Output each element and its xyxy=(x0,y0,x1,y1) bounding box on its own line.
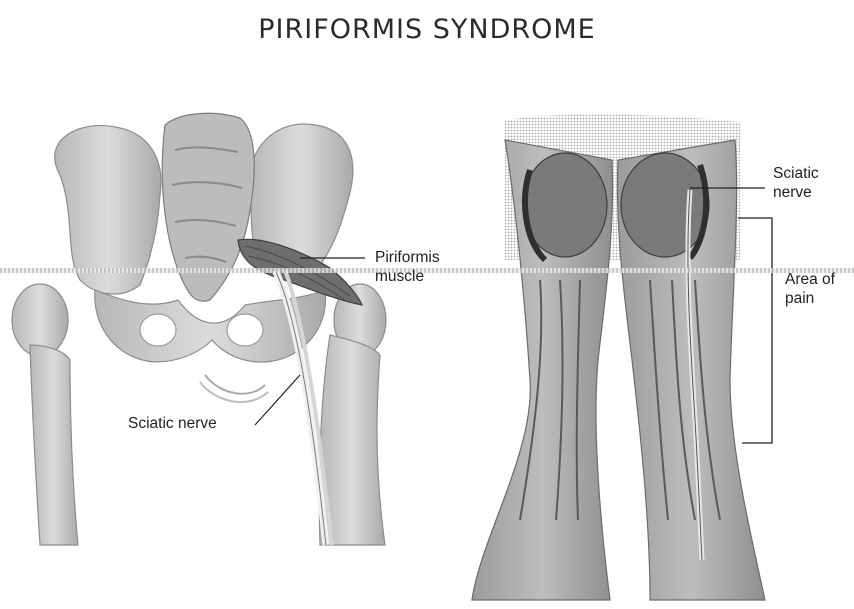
left-obturator-foramen xyxy=(140,314,176,346)
left-femur xyxy=(30,345,78,545)
right-obturator-foramen xyxy=(227,314,263,346)
posterior-legs-illustration xyxy=(472,114,772,600)
right-gluteus xyxy=(621,153,709,257)
pain-area-bracket xyxy=(738,218,772,443)
sciatic-nerve-left-label: Sciatic nerve xyxy=(128,414,217,433)
area-of-pain-label: Area of pain xyxy=(785,270,835,308)
sciatic-left-leader-line xyxy=(255,375,300,425)
pelvis-illustration xyxy=(12,113,386,545)
piriformis-label: Piriformis muscle xyxy=(375,248,440,286)
sacrum xyxy=(162,113,254,301)
sciatic-nerve-right-label: Sciatic nerve xyxy=(773,164,819,202)
